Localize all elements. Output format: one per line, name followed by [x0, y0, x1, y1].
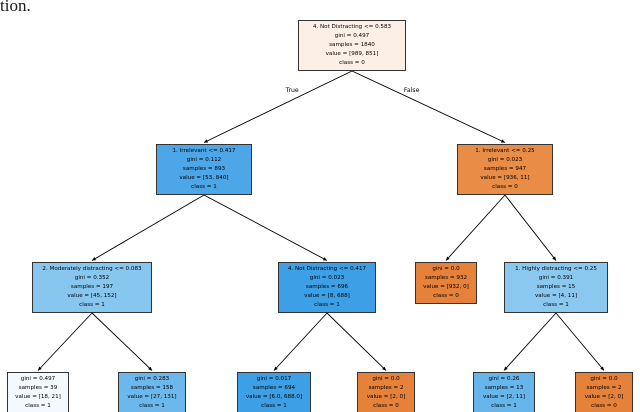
- tree-node-class: class = 0: [373, 403, 399, 410]
- tree-node-samples: samples = 1840: [329, 42, 375, 49]
- tree-leaf-node: gini = 0.017 samples = 694 value = [6.0, 6…: [237, 372, 311, 412]
- tree-node-samples: samples = 197: [70, 284, 114, 291]
- tree-node-samples: samples = 696: [305, 284, 349, 291]
- tree-node-gini: gini = 0.112: [186, 157, 222, 164]
- tree-decision-node: 4. Not Distracting <= 0.583 gini = 0.497 s…: [298, 20, 406, 72]
- tree-edge: [504, 194, 557, 261]
- tree-node-condition: 4. Not Distracting <= 0.583: [312, 24, 392, 30]
- tree-edge: [203, 194, 328, 261]
- tree-node-class: class = 1: [543, 302, 569, 309]
- tree-leaf-node: gini = 0.0 samples = 2 value = [2, 0] class…: [575, 372, 633, 412]
- tree-node-gini: gini = 0.0: [372, 376, 400, 382]
- tree-node-samples: samples = 932: [424, 275, 468, 282]
- tree-node-value: value = [4, 11]: [534, 293, 578, 300]
- tree-node-value: value = [932, 0]: [423, 284, 469, 291]
- tree-edge: [273, 312, 328, 371]
- tree-node-value: value = [2, 0]: [584, 394, 624, 401]
- tree-node-gini: gini = 0.391: [538, 275, 574, 282]
- tree-node-value: value = [2, 0]: [366, 394, 406, 401]
- tree-node-samples: samples = 13: [484, 385, 524, 392]
- tree-node-samples: samples = 15: [536, 284, 576, 291]
- tree-node-class: class = 1: [79, 302, 105, 309]
- tree-node-gini: gini = 0.0: [432, 266, 460, 272]
- tree-node-gini: gini = 0.283: [134, 376, 170, 382]
- tree-node-value: value = [27, 131]: [127, 394, 177, 401]
- tree-node-class: class = 0: [339, 60, 365, 67]
- tree-leaf-node: gini = 0.0 samples = 2 value = [2, 0] class…: [357, 372, 415, 412]
- tree-leaf-node: gini = 0.0 samples = 932 value = [932, 0] c…: [415, 262, 477, 305]
- cut-off-caption-text: tion.: [0, 0, 31, 15]
- tree-node-gini: gini = 0.017: [256, 376, 292, 382]
- tree-node-value: value = [8, 688]: [304, 293, 350, 300]
- tree-node-samples: samples = 893: [182, 166, 226, 173]
- tree-node-value: value = [53, 840]: [179, 175, 229, 182]
- tree-leaf-node: gini = 0.497 samples = 39 value = [18, 21]…: [7, 372, 69, 412]
- tree-node-value: value = [989, 851]: [325, 51, 379, 58]
- tree-node-gini: gini = 0.0: [590, 376, 618, 382]
- tree-edge-label-true: True: [285, 86, 299, 94]
- tree-node-gini: gini = 0.023: [309, 275, 345, 282]
- tree-decision-node: 1. Irrelevant <= 0.417 gini = 0.112 sample…: [156, 144, 252, 196]
- tree-node-samples: samples = 158: [130, 385, 174, 392]
- tree-edge: [91, 194, 205, 261]
- tree-decision-node: 2. Moderately distracting <= 0.083 gini =…: [32, 262, 152, 314]
- tree-node-class: class = 1: [139, 403, 165, 410]
- tree-edge-label-false: False: [403, 86, 420, 94]
- tree-node-gini: gini = 0.352: [74, 275, 110, 282]
- tree-node-value: value = [2, 11]: [482, 394, 526, 401]
- tree-node-class: class = 0: [492, 184, 518, 191]
- tree-node-class: class = 1: [314, 302, 340, 309]
- tree-node-samples: samples = 694: [252, 385, 296, 392]
- tree-edge: [555, 312, 605, 371]
- tree-edge: [445, 194, 506, 261]
- tree-leaf-node: gini = 0.283 samples = 158 value = [27, 13…: [118, 372, 186, 412]
- tree-node-value: value = [45, 152]: [67, 293, 117, 300]
- tree-decision-node: 1. Irrelevant <= 0.25 gini = 0.023 samples…: [457, 144, 553, 196]
- tree-leaf-node: gini = 0.26 samples = 13 value = [2, 11] cl…: [473, 372, 535, 412]
- tree-node-samples: samples = 2: [368, 385, 404, 392]
- tree-node-class: class = 0: [433, 293, 459, 300]
- tree-edge: [203, 70, 353, 143]
- tree-edge: [91, 312, 153, 371]
- tree-node-condition: 1. Irrelevant <= 0.25: [475, 148, 535, 154]
- tree-node-class: class = 0: [591, 403, 617, 410]
- tree-node-gini: gini = 0.26: [488, 376, 520, 382]
- tree-node-class: class = 1: [191, 184, 217, 191]
- tree-node-condition: 1. Irrelevant <= 0.417: [172, 148, 236, 154]
- tree-node-class: class = 1: [261, 403, 287, 410]
- tree-edge: [351, 70, 506, 143]
- tree-edge: [326, 312, 387, 371]
- tree-node-condition: 4. Not Distracting <= 0.417: [287, 266, 367, 272]
- tree-node-gini: gini = 0.497: [20, 376, 56, 382]
- tree-node-class: class = 1: [491, 403, 517, 410]
- tree-node-condition: 2. Moderately distracting <= 0.083: [42, 266, 142, 272]
- tree-node-condition: 1. Highly distracting <= 0.25: [515, 266, 597, 272]
- tree-node-samples: samples = 2: [586, 385, 622, 392]
- tree-node-value: value = [936, 11]: [480, 175, 530, 182]
- tree-node-samples: samples = 947: [483, 166, 527, 173]
- tree-decision-node: 1. Highly distracting <= 0.25 gini = 0.39…: [504, 262, 608, 314]
- tree-node-gini: gini = 0.023: [487, 157, 523, 164]
- tree-node-gini: gini = 0.497: [334, 33, 370, 40]
- tree-node-value: value = [18, 21]: [15, 394, 61, 401]
- tree-edge: [503, 312, 557, 371]
- tree-node-class: class = 1: [25, 403, 51, 410]
- tree-edge: [37, 312, 93, 371]
- tree-decision-node: 4. Not Distracting <= 0.417 gini = 0.023 s…: [278, 262, 376, 314]
- tree-node-samples: samples = 39: [18, 385, 58, 392]
- tree-node-value: value = [6.0, 688.0]: [245, 394, 303, 401]
